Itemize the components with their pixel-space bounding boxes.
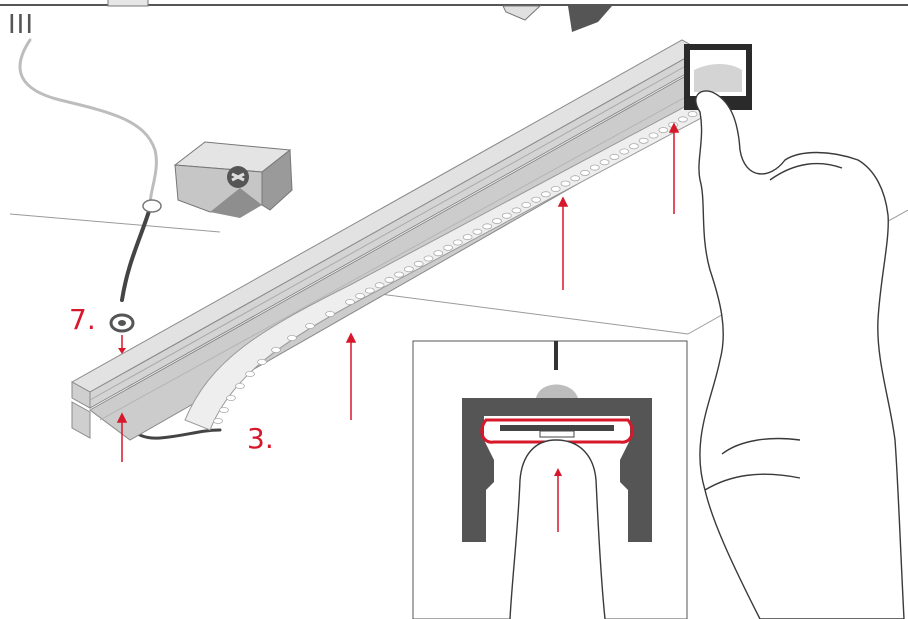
led-dot xyxy=(374,282,385,289)
led-dot xyxy=(560,180,571,187)
led-dot xyxy=(658,127,669,134)
led-dot xyxy=(492,218,502,225)
led-dot xyxy=(580,169,590,176)
led-dot xyxy=(245,370,255,377)
led-dot xyxy=(219,406,229,413)
step-7-label: 7. xyxy=(69,303,96,336)
led-dot xyxy=(687,111,698,118)
led-dot xyxy=(609,153,620,160)
led-dot xyxy=(648,132,659,139)
detail-inset xyxy=(412,340,688,619)
led-dot xyxy=(403,266,414,273)
led-dot xyxy=(501,212,512,219)
led-dot xyxy=(345,298,355,305)
top-edge xyxy=(0,0,908,32)
led-dot xyxy=(413,260,424,267)
hand-illustration xyxy=(695,90,905,619)
led-dot xyxy=(678,116,688,123)
led-dot xyxy=(638,137,649,144)
led-dot xyxy=(364,287,375,294)
led-dot xyxy=(511,207,522,214)
led-dot xyxy=(384,276,395,283)
led-dot xyxy=(271,346,281,353)
led-dot xyxy=(325,310,335,317)
step-3-label: 3. xyxy=(247,422,274,455)
led-dot xyxy=(531,196,541,203)
led-dot xyxy=(521,201,532,208)
led-dot xyxy=(599,159,610,166)
led-dot xyxy=(482,223,493,230)
led-dot xyxy=(472,228,483,235)
led-dot xyxy=(433,250,444,257)
led-dot xyxy=(570,175,581,182)
led-dot xyxy=(452,239,463,246)
led-dot xyxy=(287,334,297,341)
led-dot xyxy=(355,292,365,299)
led-dot xyxy=(589,164,600,171)
end-cap xyxy=(173,141,293,218)
led-dot xyxy=(305,322,315,329)
led-dot xyxy=(462,234,473,241)
led-dot xyxy=(629,143,639,150)
led-dot xyxy=(235,382,245,389)
cable-grommet xyxy=(142,199,162,213)
cable-gland xyxy=(109,313,135,354)
led-dot xyxy=(619,148,630,155)
led-dot xyxy=(213,417,223,424)
section-label: III xyxy=(8,10,35,40)
push-arrows xyxy=(116,122,680,462)
led-dot xyxy=(550,185,561,192)
led-dot xyxy=(541,191,551,198)
led-dot xyxy=(394,271,405,278)
led-dot xyxy=(443,244,454,251)
led-dot xyxy=(423,255,434,262)
led-dot xyxy=(226,394,236,401)
led-dot xyxy=(257,358,267,365)
